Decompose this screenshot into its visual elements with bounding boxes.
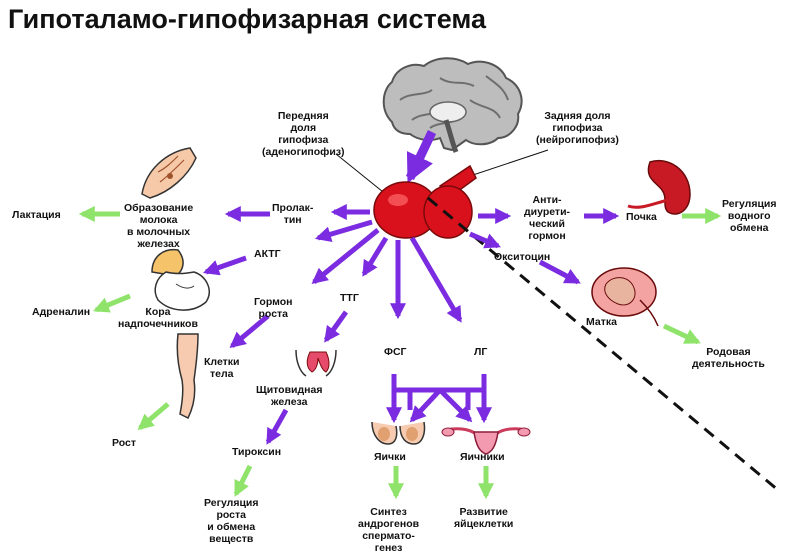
arrow-tsh-to-thyroid [323, 310, 349, 343]
label-body-cells: Клетки тела [204, 356, 240, 380]
adrenal-gland-icon [151, 248, 210, 311]
label-anterior-lobe: Передняя доля гипофиза (аденогипофиз) [262, 110, 345, 158]
label-growth: Рост [112, 437, 136, 449]
effect-arrows [78, 205, 722, 500]
label-lactation: Лактация [12, 209, 61, 221]
arrow-acth-to-adrenal [202, 255, 247, 276]
arrow-cells-to-growth [137, 402, 170, 431]
dashed-divider-line [427, 196, 779, 492]
label-prolactin: Пролак- тин [272, 202, 314, 226]
label-ovaries: Яичники [460, 451, 505, 463]
label-labor: Родовая деятельность [692, 346, 765, 370]
label-tsh: ТТГ [340, 292, 359, 304]
arrow-thyroxine-to-metabolism [233, 464, 253, 497]
arrow-thyroid-to-thyroxine [265, 408, 289, 445]
arrow-fsh-to-ovaries [438, 388, 473, 423]
mammary-gland-icon [141, 147, 197, 199]
label-testes: Яички [374, 451, 406, 463]
arrow-to-growth-hormone [311, 228, 380, 285]
kidney-icon [627, 159, 691, 215]
label-growth-hormone: Гормон роста [254, 296, 293, 320]
leg-icon [176, 333, 199, 420]
label-thyroid: Щитовидная железа [256, 384, 323, 408]
arrow-growth-to-cells [229, 314, 270, 349]
label-thyroxine: Тироксин [232, 446, 282, 458]
arrow-lh-to-testes [409, 388, 442, 423]
arrow-adrenal-to-adrenaline [93, 293, 131, 313]
label-fsh: ФСГ [384, 346, 407, 358]
hormone-arrows [202, 203, 620, 445]
label-acth: АКТГ [254, 248, 281, 260]
arrow-to-tsh [361, 236, 389, 277]
label-metabolism: Регуляция роста и обмена веществ [204, 497, 259, 545]
label-kidney: Почка [626, 211, 657, 223]
arrow-oxytocin-to-uterus [538, 259, 581, 285]
label-egg-development: Развитие яйцеклетки [454, 506, 514, 530]
label-spermatogenesis: Синтез андрогенов спермато- генез [358, 506, 420, 554]
brain-to-pituitary-arrow [405, 130, 437, 184]
arrow-uterus-to-labor [662, 323, 701, 345]
label-milk-formation: Образование молока в молочных железах [124, 202, 194, 250]
label-adrenal-cortex: Кора надпочечников [118, 306, 198, 330]
page-title: Гипоталамо-гипофизарная система [8, 4, 487, 34]
brain-icon [382, 57, 523, 153]
label-water-regulation: Регуляция водного обмена [722, 198, 777, 234]
arrow-lh-to-gonads [407, 374, 487, 410]
testes-icon [371, 421, 426, 445]
ovaries-icon [441, 427, 531, 455]
uterus-icon [591, 267, 659, 327]
label-adrenaline: Адреналин [32, 306, 91, 318]
label-uterus: Матка [586, 316, 617, 328]
label-adh: Анти- диурети- ческий гормон [524, 194, 571, 242]
arrow-to-acth [314, 219, 373, 243]
arrow-to-lh [409, 236, 463, 323]
arrow-to-oxytocin [469, 231, 501, 249]
label-posterior-lobe: Задняя доля гипофиза (нейрогипофиз) [536, 110, 619, 146]
label-lh: ЛГ [474, 346, 488, 358]
label-oxytocin: Окситоцин [494, 251, 551, 263]
thyroid-icon [295, 349, 337, 377]
